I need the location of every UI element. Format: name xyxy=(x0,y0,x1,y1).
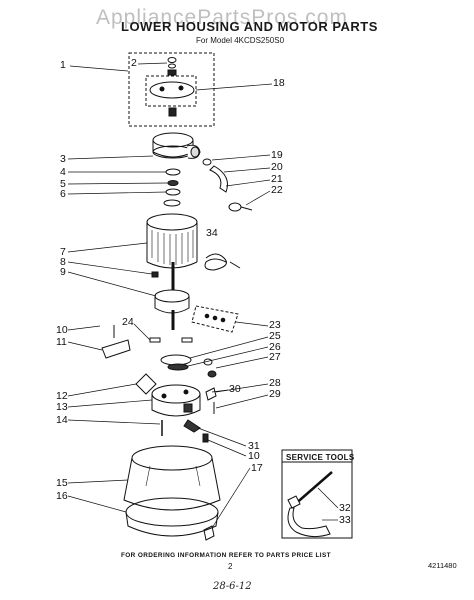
watermark: AppliancePartsPros.com xyxy=(96,6,348,29)
part-11-protector xyxy=(101,325,131,359)
part-13-end-bell xyxy=(151,384,201,417)
part-31-part xyxy=(202,433,209,443)
callout-5: 5 xyxy=(60,178,66,190)
callout-21: 21 xyxy=(271,173,283,185)
part-7-stator xyxy=(146,213,198,269)
part-2-screws xyxy=(167,57,177,76)
callout-25: 25 xyxy=(269,330,281,342)
callout-11: 11 xyxy=(56,336,67,348)
part-17-label xyxy=(203,525,215,541)
page-number: 2 xyxy=(228,562,233,571)
service-tools-box xyxy=(281,449,353,539)
document-number: 4211480 xyxy=(428,561,457,570)
callout-32: 32 xyxy=(339,502,351,514)
part-19-20-elbow xyxy=(202,158,253,212)
callout-19: 19 xyxy=(271,149,283,161)
callout-3: 3 xyxy=(60,153,66,165)
callout-20: 20 xyxy=(271,161,283,173)
callout-1: 1 xyxy=(60,59,66,71)
part-28-29-30 xyxy=(183,387,217,433)
part-25-26-bearing xyxy=(160,354,192,371)
callout-12: 12 xyxy=(56,390,68,402)
callout-4: 4 xyxy=(60,166,66,178)
callout-24: 24 xyxy=(122,316,134,328)
part-34-cord xyxy=(204,253,241,271)
part-23-terminal-plate xyxy=(191,305,239,333)
group-box-inner xyxy=(145,75,197,107)
callout-16: 16 xyxy=(56,490,68,502)
ordering-note: FOR ORDERING INFORMATION REFER TO PARTS … xyxy=(121,552,331,559)
part-3-grind-chamber xyxy=(152,132,201,159)
callout-9: 9 xyxy=(60,266,66,278)
callout-27: 27 xyxy=(269,351,281,363)
handwritten-date: 28-6-12 xyxy=(213,581,252,592)
callout-31: 31 xyxy=(248,440,260,452)
service-tools-title: SERVICE TOOLS xyxy=(286,453,355,462)
callout-8: 8 xyxy=(60,256,66,268)
callout-33: 33 xyxy=(339,514,351,526)
part-24-springs xyxy=(149,337,193,343)
part-18-plate xyxy=(149,81,195,117)
part-4-5-6-washers xyxy=(163,168,181,207)
part-12-capacitor xyxy=(135,373,157,395)
part-32-wrench xyxy=(287,471,333,509)
callout-34: 34 xyxy=(206,227,218,239)
callout-15: 15 xyxy=(56,477,68,489)
group-box-outer xyxy=(128,52,215,127)
callout-6: 6 xyxy=(60,188,66,200)
callout-23: 23 xyxy=(269,319,281,331)
callout-29: 29 xyxy=(269,388,281,400)
diagram-title: LOWER HOUSING AND MOTOR PARTS xyxy=(121,19,378,34)
callout-10-bottom: 10 xyxy=(248,450,260,462)
callout-22: 22 xyxy=(271,184,283,196)
part-9-rotor xyxy=(154,262,190,330)
leader-lines xyxy=(67,62,339,529)
callout-17: 17 xyxy=(251,462,263,474)
callout-18: 18 xyxy=(273,77,285,89)
model-subtitle: For Model 4KCDS250S0 xyxy=(196,36,285,45)
callout-26: 26 xyxy=(269,341,281,353)
callout-10-top: 10 xyxy=(56,324,68,336)
part-8-nut xyxy=(151,271,159,278)
callout-14: 14 xyxy=(56,414,68,426)
callout-30: 30 xyxy=(229,383,241,395)
part-15-lower-housing xyxy=(123,445,221,511)
callout-28: 28 xyxy=(269,377,281,389)
callout-7: 7 xyxy=(60,246,66,258)
callout-2: 2 xyxy=(131,57,137,69)
callout-13: 13 xyxy=(56,401,68,413)
part-33-spline-tool xyxy=(287,507,331,538)
